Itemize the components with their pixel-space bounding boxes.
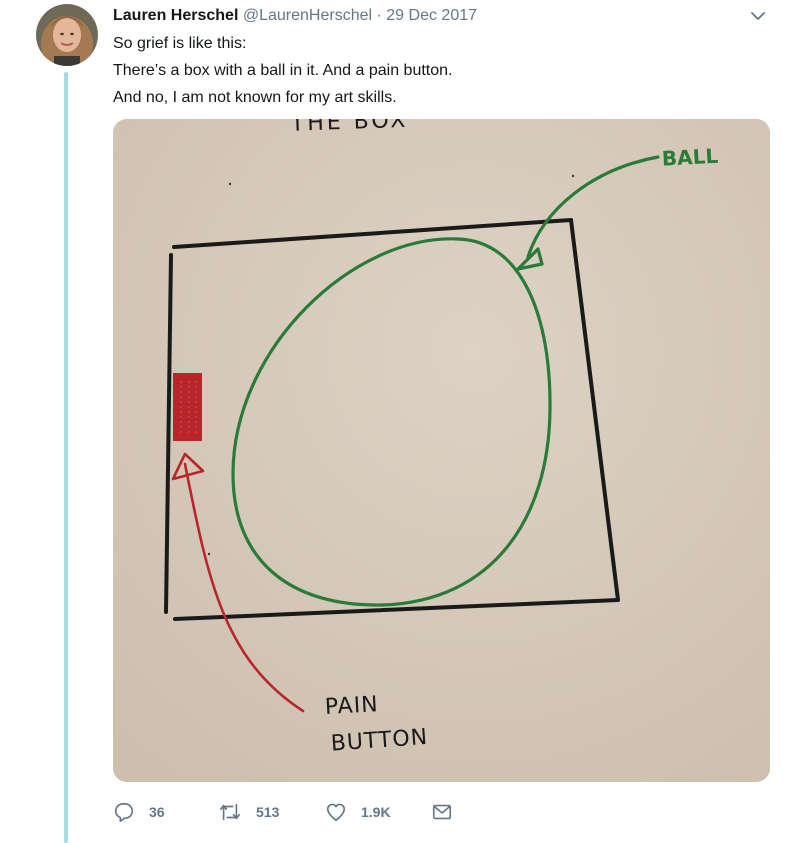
chevron-down-icon[interactable] bbox=[748, 6, 768, 26]
tweet-date[interactable]: 29 Dec 2017 bbox=[386, 7, 478, 24]
retweet-icon bbox=[220, 803, 240, 821]
paper bbox=[113, 119, 770, 782]
reply-icon bbox=[114, 802, 134, 822]
avatar-image bbox=[36, 4, 98, 66]
like-count: 1.9K bbox=[361, 804, 391, 820]
heart-icon bbox=[326, 803, 346, 822]
retweet-count: 513 bbox=[256, 804, 280, 820]
pain-button-arrow bbox=[171, 452, 305, 713]
reply-count: 36 bbox=[149, 804, 165, 820]
reply-button[interactable]: 36 bbox=[113, 798, 165, 826]
tweet-line: There’s a box with a ball in it. And a p… bbox=[113, 62, 453, 79]
photo-label-top: THE BOX bbox=[289, 119, 408, 137]
tweet-photo[interactable]: THE BOX BALL PAIN BUTTON bbox=[113, 119, 770, 782]
thread-line bbox=[64, 72, 68, 843]
author-name[interactable]: Lauren Herschel bbox=[113, 7, 239, 24]
photo-label-ball: BALL bbox=[661, 144, 719, 171]
tweet-line: And no, I am not known for my art skills… bbox=[113, 89, 397, 106]
retweet-button[interactable]: 513 bbox=[218, 798, 279, 826]
like-button[interactable]: 1.9K bbox=[325, 798, 391, 826]
header-separator: · bbox=[376, 7, 382, 24]
direct-message-button[interactable] bbox=[431, 798, 453, 826]
avatar[interactable] bbox=[36, 4, 98, 66]
envelope-icon bbox=[432, 804, 452, 820]
ball-arrow bbox=[516, 155, 660, 271]
drawing: THE BOX BALL PAIN BUTTON bbox=[113, 119, 770, 782]
tweet-line: So grief is like this: bbox=[113, 35, 247, 52]
photo-label-pain: PAIN bbox=[324, 692, 379, 720]
ball bbox=[231, 237, 552, 607]
tweet-header: Lauren Herschel @LaurenHerschel · 29 Dec… bbox=[113, 5, 477, 27]
box bbox=[164, 218, 620, 621]
author-handle[interactable]: @LaurenHerschel bbox=[242, 7, 373, 24]
pain-button bbox=[173, 373, 202, 441]
tweet-text: So grief is like this: There’s a box wit… bbox=[113, 32, 452, 113]
